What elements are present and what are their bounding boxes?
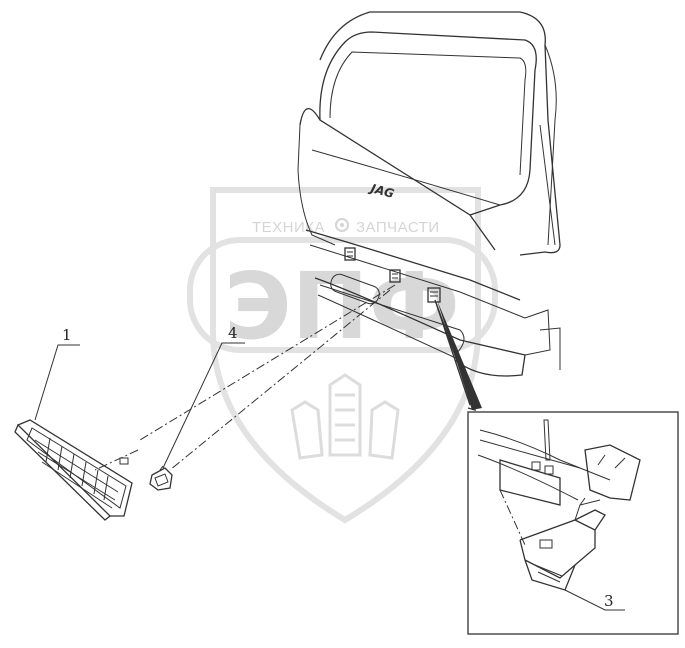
grille-clip-marker [119,457,129,465]
cab-side [544,44,557,246]
windshield [319,31,537,216]
detail-slot-2 [544,465,554,475]
gear-icon [335,218,349,232]
mount-clip-2 [389,269,401,283]
bumper-lower [317,294,461,361]
callout-4: 4 [162,324,245,469]
assembly-line-main [139,284,396,441]
front-left-edge [297,124,336,246]
hood-line [299,108,496,251]
watermark-shield [209,187,481,524]
callout-1: 1 [34,326,80,421]
cab-side-edge [539,124,556,246]
detail-clip [519,509,606,579]
cab-outline [319,11,561,256]
detail-clip-teeth [534,564,563,583]
grille-mid-edge [309,244,526,319]
detail-mount-plate [499,459,561,506]
grille-part [14,419,133,521]
watermark-oval [187,237,498,353]
bumper [314,277,526,377]
detail-clip-tab [539,539,553,549]
detail-clip-base [524,559,576,591]
clip-part [149,465,173,491]
detail-bracket-holes [597,454,626,469]
front-panel-line [311,149,501,206]
detail-frame [467,411,679,635]
grille-top-edge [305,229,521,301]
mount-clip-3 [427,287,441,303]
detail-bumper-mid [479,439,581,469]
callout-1-label: 1 [62,326,72,344]
detail-clip-arm [574,497,601,521]
callout-3-leader [564,589,625,611]
detail-bracket [584,444,641,501]
callout-4-label: 4 [228,324,238,342]
detail-assembly-line [499,489,526,546]
mount-clip-1 [344,247,356,261]
detail-arrow [437,300,482,410]
watermark-text-left: ТЕХНИКА [252,219,325,236]
cab-corner [524,309,551,356]
assembly-line-clip [169,289,391,471]
cab-step [539,327,561,370]
brand-emblem: JAG [367,181,395,201]
callout-3-label: 3 [604,592,614,610]
assembly-line-grille [94,449,139,471]
windshield-inner [329,51,527,176]
detail-leader [434,299,477,411]
lamp-recess [330,273,380,305]
detail-bumper-lines [477,429,611,501]
wheat-icon [290,373,400,460]
detail-view: 3 [467,411,679,635]
detail-pin [543,419,551,461]
detail-slot-1 [531,461,541,471]
watermark-text-right: ЗАПЧАСТИ [356,219,440,236]
